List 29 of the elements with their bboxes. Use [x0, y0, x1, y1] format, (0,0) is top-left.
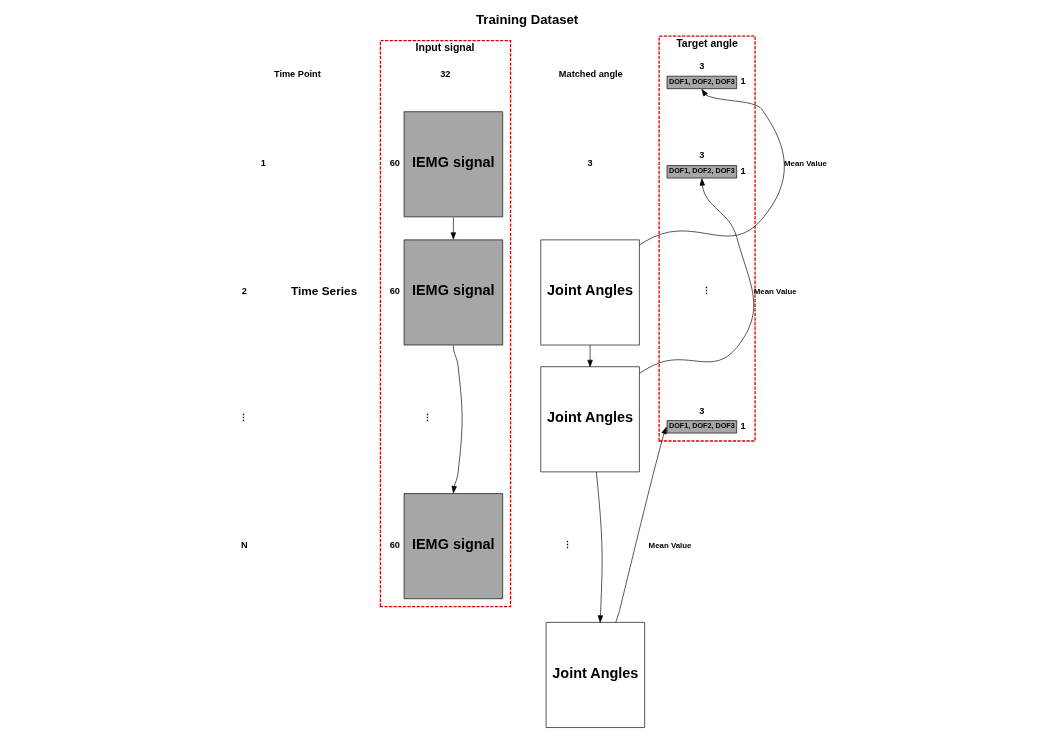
- label: 1: [260, 158, 266, 169]
- arrow: [614, 426, 667, 623]
- label: 32: [439, 68, 450, 79]
- label: Matched angle: [558, 68, 623, 79]
- label: ⋮: [701, 286, 711, 297]
- node-label: 1: [740, 165, 746, 176]
- node-label: 60: [389, 539, 400, 550]
- arrow: [451, 345, 462, 494]
- label: ⋮: [562, 539, 572, 550]
- label: 3: [586, 158, 593, 169]
- label: N: [240, 539, 248, 550]
- label: Time Series: [290, 283, 357, 298]
- arrow: [595, 471, 603, 623]
- node-label: 60: [389, 158, 400, 169]
- arrow: [586, 344, 593, 368]
- arrow: [638, 178, 754, 374]
- node-label: 3: [698, 150, 704, 161]
- node-label: 1: [740, 420, 746, 431]
- diagram-title: Training Dataset: [475, 11, 578, 27]
- node-label: 1: [740, 76, 746, 87]
- node-label: 3: [698, 61, 704, 72]
- label: Time Point: [273, 68, 321, 79]
- arrow: [638, 89, 785, 246]
- node-label: 3: [698, 405, 704, 416]
- label: 2: [241, 286, 247, 297]
- arrow: [450, 217, 456, 240]
- label: ⋮: [422, 413, 432, 424]
- label: ⋮: [238, 413, 248, 424]
- node-label: 60: [389, 286, 400, 297]
